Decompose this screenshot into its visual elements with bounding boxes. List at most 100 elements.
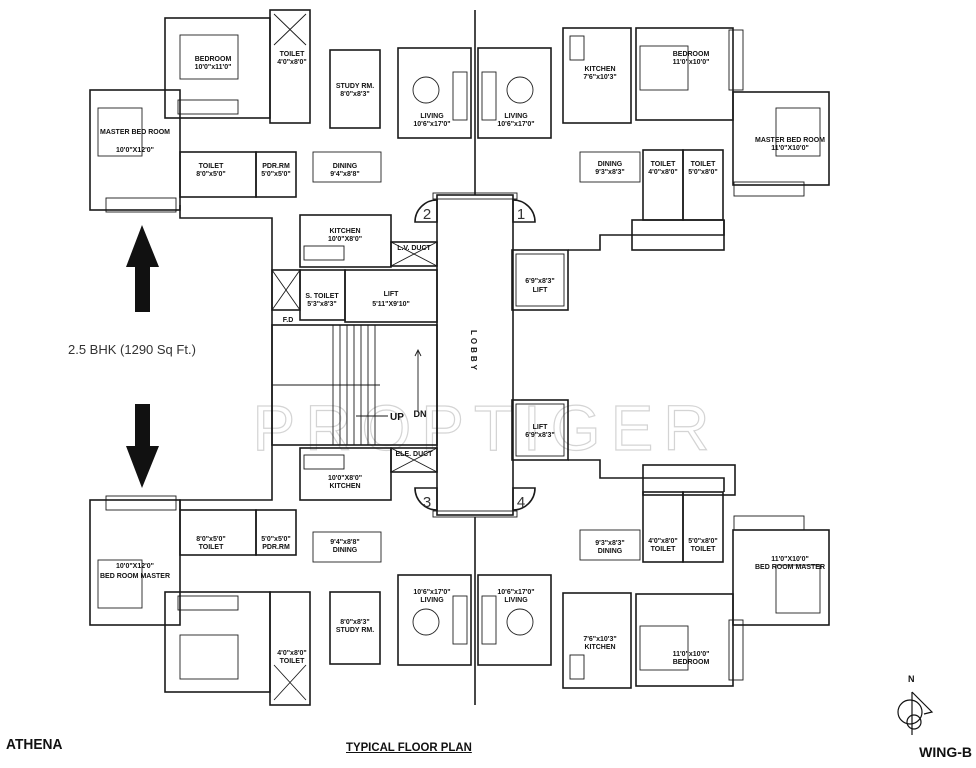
svg-text:BED ROOM MASTER: BED ROOM MASTER [755,564,825,571]
flat-3-pdr-room [255,509,297,556]
svg-text:7'6"x10'3": 7'6"x10'3" [583,636,616,643]
svg-text:KITCHEN: KITCHEN [329,228,360,235]
svg-text:10'6"x17'0": 10'6"x17'0" [497,121,534,128]
flat-1-master-bedroom [732,91,830,186]
flat-3-toilet-1 [269,591,311,706]
north-compass-icon [897,691,934,735]
svg-text:TOILET: TOILET [651,546,676,553]
svg-text:8'0"x8'3": 8'0"x8'3" [340,91,369,98]
svg-text:BEDROOM: BEDROOM [673,51,710,58]
svg-text:BEDROOM: BEDROOM [195,56,232,63]
flat-4-toilet-2 [682,491,724,563]
svg-text:5'0"x5'0": 5'0"x5'0" [261,171,290,178]
flat-2-study [329,49,381,129]
wing-label: WING-B [919,744,972,760]
svg-text:ELE. DUCT: ELE. DUCT [396,451,434,458]
compass-north-label: N [908,674,915,684]
svg-text:TOILET: TOILET [199,163,224,170]
svg-text:10'0"X8'0": 10'0"X8'0" [328,236,362,243]
flat-3-study [329,591,381,665]
svg-text:6'9"x8'3": 6'9"x8'3" [525,432,554,439]
svg-text:KITCHEN: KITCHEN [329,483,360,490]
flat-4-living [477,574,552,666]
svg-text:5'3"x8'3": 5'3"x8'3" [307,301,336,308]
svg-text:4'0"x8'0": 4'0"x8'0" [277,59,306,66]
flat-1: LIVING 10'6"x17'0" KITCHEN 7'6"x10'3" BE… [477,27,830,251]
unit-type-note: 2.5 BHK (1290 Sq Ft.) [68,342,196,357]
svg-text:TOILET: TOILET [651,161,676,168]
svg-text:9'4"x8'8": 9'4"x8'8" [330,171,359,178]
svg-text:LIVING: LIVING [504,113,528,120]
flat-4: 10'6"x17'0" LIVING 7'6"x10'3" KITCHEN 11… [477,464,830,689]
svg-text:KITCHEN: KITCHEN [584,644,615,651]
flat-1-bedroom [635,27,734,121]
flat-2: BEDROOM 10'0"x11'0" TOILET 4'0"x8'0" MAS… [89,9,472,213]
svg-text:8'0"x5'0": 8'0"x5'0" [196,171,225,178]
svg-text:11'0"X10'0": 11'0"X10'0" [771,145,809,152]
flat-2-toilet-1 [269,9,311,124]
svg-text:DINING: DINING [333,163,358,170]
svg-text:MASTER BED ROOM: MASTER BED ROOM [755,137,825,144]
flat-number-1: 1 [517,206,525,223]
svg-text:10'6"x17'0": 10'6"x17'0" [413,121,450,128]
flat-2-dining [312,151,382,183]
watermark: PROPTIGER [253,392,720,464]
flat-4-master-bedroom [732,529,830,626]
svg-text:KITCHEN: KITCHEN [584,66,615,73]
flat-2-living [397,47,472,139]
svg-text:10'6"x17'0": 10'6"x17'0" [497,589,534,596]
flat-2-pdr-room [255,151,297,198]
svg-text:5'0"x8'0": 5'0"x8'0" [688,169,717,176]
svg-text:6'9"x8'3": 6'9"x8'3" [525,278,554,285]
lift-right-bottom [511,399,569,461]
flat-1-kitchen [562,27,632,124]
svg-text:5'0"x8'0": 5'0"x8'0" [688,538,717,545]
svg-text:S. TOILET: S. TOILET [305,293,339,300]
svg-text:DINING: DINING [333,547,358,554]
flat-2-master-bedroom [89,89,181,211]
flat-1-living [477,47,552,139]
flat-number-4: 4 [517,494,525,511]
svg-text:11'0"x10'0": 11'0"x10'0" [673,651,710,658]
svg-text:STUDY RM.: STUDY RM. [336,627,374,634]
svg-text:10'0"X12'0": 10'0"X12'0" [116,147,154,154]
lift-right-top [511,249,569,311]
svg-text:10'0"x11'0": 10'0"x11'0" [195,64,232,71]
svg-text:10'6"x17'0": 10'6"x17'0" [413,589,450,596]
flat-3-kitchen [299,447,392,501]
svg-text:LIFT: LIFT [384,291,399,298]
svg-text:LIFT: LIFT [533,424,548,431]
svg-text:10'0"X12'0": 10'0"X12'0" [116,563,154,570]
svg-text:9'3"x8'3": 9'3"x8'3" [595,169,624,176]
svg-text:MASTER BED ROOM: MASTER BED ROOM [100,129,170,136]
svg-text:PDR.RM: PDR.RM [262,544,290,551]
svg-text:10'0"X8'0": 10'0"X8'0" [328,475,362,482]
flat-4-dining [579,529,641,561]
svg-text:TOILET: TOILET [691,161,716,168]
flat-3: 10'0"X12'0" BED ROOM MASTER 8'0"x5'0" TO… [89,495,472,706]
svg-text:5'0"x5'0": 5'0"x5'0" [261,536,290,543]
svg-text:4'0"x8'0": 4'0"x8'0" [277,650,306,657]
svg-text:PDR.RM: PDR.RM [262,163,290,170]
svg-text:9'3"x8'3": 9'3"x8'3" [595,540,624,547]
stair-dn-label: DN [414,409,427,419]
svg-text:STUDY RM.: STUDY RM. [336,83,374,90]
svg-text:DINING: DINING [598,548,623,555]
svg-text:DINING: DINING [598,161,623,168]
svg-text:7'6"x10'3": 7'6"x10'3" [583,74,616,81]
direction-arrow-up-icon [126,225,159,312]
flat-3-master-bedroom [89,499,181,626]
svg-text:LIFT: LIFT [533,287,548,294]
flat-1-dining [579,151,641,183]
svg-text:8'0"x8'3": 8'0"x8'3" [340,619,369,626]
svg-text:4'0"x8'0": 4'0"x8'0" [648,169,677,176]
svg-text:11'0"x10'0": 11'0"x10'0" [673,59,710,66]
svg-text:LIVING: LIVING [420,113,444,120]
lobby-label: LOBBY [469,330,478,373]
svg-text:TOILET: TOILET [691,546,716,553]
core-block: LOBBY 2 1 3 4 6'9"x8'3" LIFT LIFT 6'9"x8… [271,192,569,518]
svg-text:9'4"x8'8": 9'4"x8'8" [330,539,359,546]
flat-2-kitchen [299,214,392,268]
fire-duct-label: F.D [283,317,294,324]
